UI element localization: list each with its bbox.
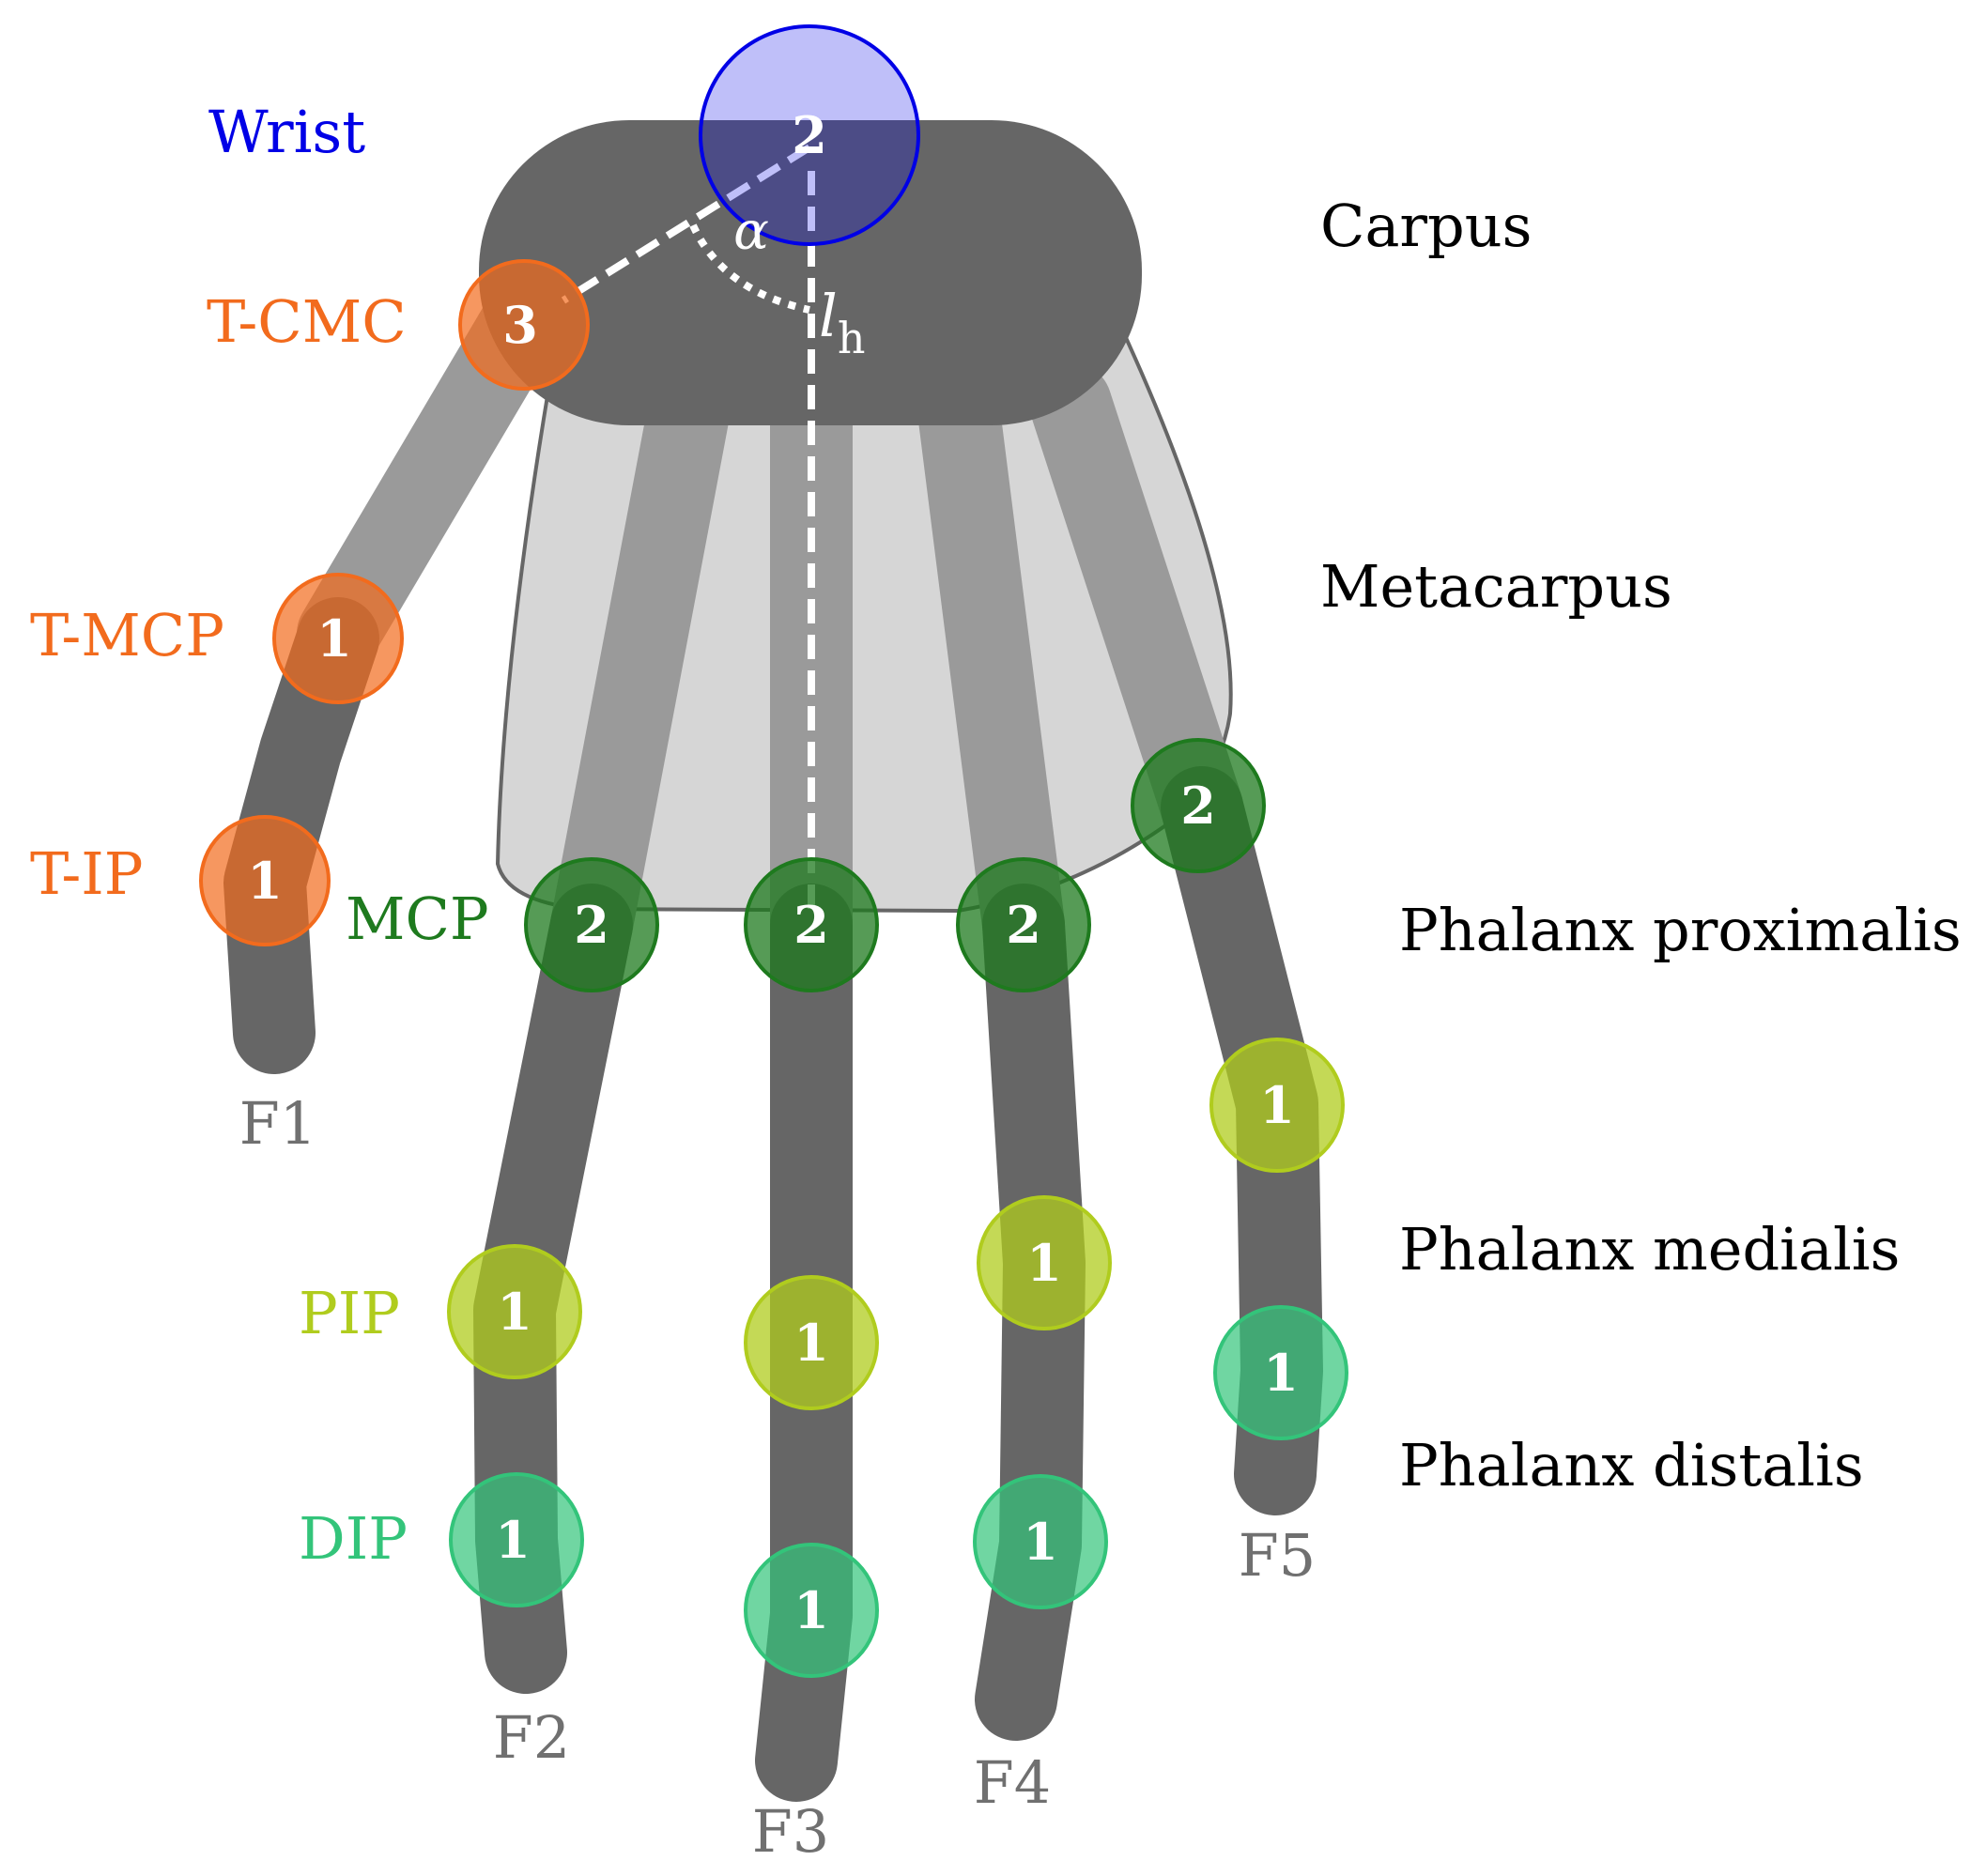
label-phalanx-proximalis: Phalanx proximalis xyxy=(1399,896,1962,964)
bone-metacarpal-f2 xyxy=(550,362,732,966)
joint-pip-f3 xyxy=(744,1275,879,1410)
joint-dip-f3-dof: 1 xyxy=(793,1580,829,1640)
label-t-cmc: T-CMC xyxy=(207,287,407,356)
joint-mcp-f4-dof: 2 xyxy=(1006,895,1041,955)
label-t-mcp: T-MCP xyxy=(30,601,224,669)
joint-mcp-f2-dof: 2 xyxy=(574,895,609,955)
joint-t-mcp-dof: 1 xyxy=(316,608,352,669)
bone-metacarpal-f5 xyxy=(1029,362,1243,849)
label-finger-f4: F4 xyxy=(974,1748,1051,1817)
label-carpus: Carpus xyxy=(1320,192,1532,260)
label-phalanx-medialis: Phalanx medialis xyxy=(1399,1215,1900,1284)
joint-dip-f4 xyxy=(973,1474,1108,1609)
label-finger-f1: F1 xyxy=(239,1089,316,1158)
lh-label-main: l xyxy=(819,282,838,350)
joint-pip-f3-dof: 1 xyxy=(793,1313,829,1373)
joint-wrist xyxy=(699,24,920,246)
joint-t-cmc-dof: 3 xyxy=(502,295,538,355)
joint-wrist-dof: 2 xyxy=(792,105,827,165)
joint-dip-f3 xyxy=(744,1543,879,1678)
joint-dip-f5-dof: 1 xyxy=(1263,1343,1299,1403)
joint-mcp-f2 xyxy=(524,857,659,992)
label-finger-f2: F2 xyxy=(493,1703,570,1772)
label-finger-f5: F5 xyxy=(1239,1521,1316,1590)
label-pip: PIP xyxy=(299,1279,400,1347)
lh-label-sub: h xyxy=(838,313,866,363)
joint-mcp-f5 xyxy=(1131,738,1266,873)
joint-pip-f4-dof: 1 xyxy=(1026,1233,1062,1293)
joint-pip-f2-dof: 1 xyxy=(497,1282,532,1342)
joint-t-ip-dof: 1 xyxy=(247,851,283,911)
joint-pip-f5-dof: 1 xyxy=(1259,1075,1295,1135)
label-t-ip: T-IP xyxy=(30,839,144,908)
label-mcp: MCP xyxy=(346,884,489,953)
joint-t-mcp xyxy=(272,573,404,704)
alpha-label: α xyxy=(733,201,769,262)
joint-mcp-f3 xyxy=(744,857,879,992)
joint-pip-f2 xyxy=(447,1244,582,1379)
joint-dip-f4-dof: 1 xyxy=(1023,1512,1058,1572)
joint-pip-f5 xyxy=(1209,1038,1345,1173)
joint-mcp-f4 xyxy=(956,857,1091,992)
joint-dip-f5 xyxy=(1213,1305,1348,1440)
joint-dip-f2 xyxy=(449,1472,584,1607)
bone-phalanges-f3 xyxy=(755,884,853,1802)
bone-phalanges-f4 xyxy=(975,884,1086,1741)
joint-mcp-f3-dof: 2 xyxy=(793,895,829,955)
angle-arc-alpha xyxy=(689,223,810,314)
label-dip: DIP xyxy=(299,1504,408,1573)
carpus-shape xyxy=(479,120,1142,425)
label-metacarpus: Metacarpus xyxy=(1320,552,1672,621)
label-finger-f3: F3 xyxy=(752,1797,829,1866)
joint-dip-f2-dof: 1 xyxy=(495,1510,531,1570)
bone-metacarpal-f4 xyxy=(916,362,1065,966)
joint-mcp-f5-dof: 2 xyxy=(1180,776,1216,836)
dashed-line-wrist-tcmc xyxy=(561,144,812,304)
label-wrist: Wrist xyxy=(208,98,365,166)
label-phalanx-distalis: Phalanx distalis xyxy=(1399,1431,1864,1499)
joint-t-ip xyxy=(199,815,331,946)
joint-t-cmc xyxy=(458,259,590,391)
lh-label: lh xyxy=(819,282,865,363)
joint-pip-f4 xyxy=(977,1195,1112,1330)
